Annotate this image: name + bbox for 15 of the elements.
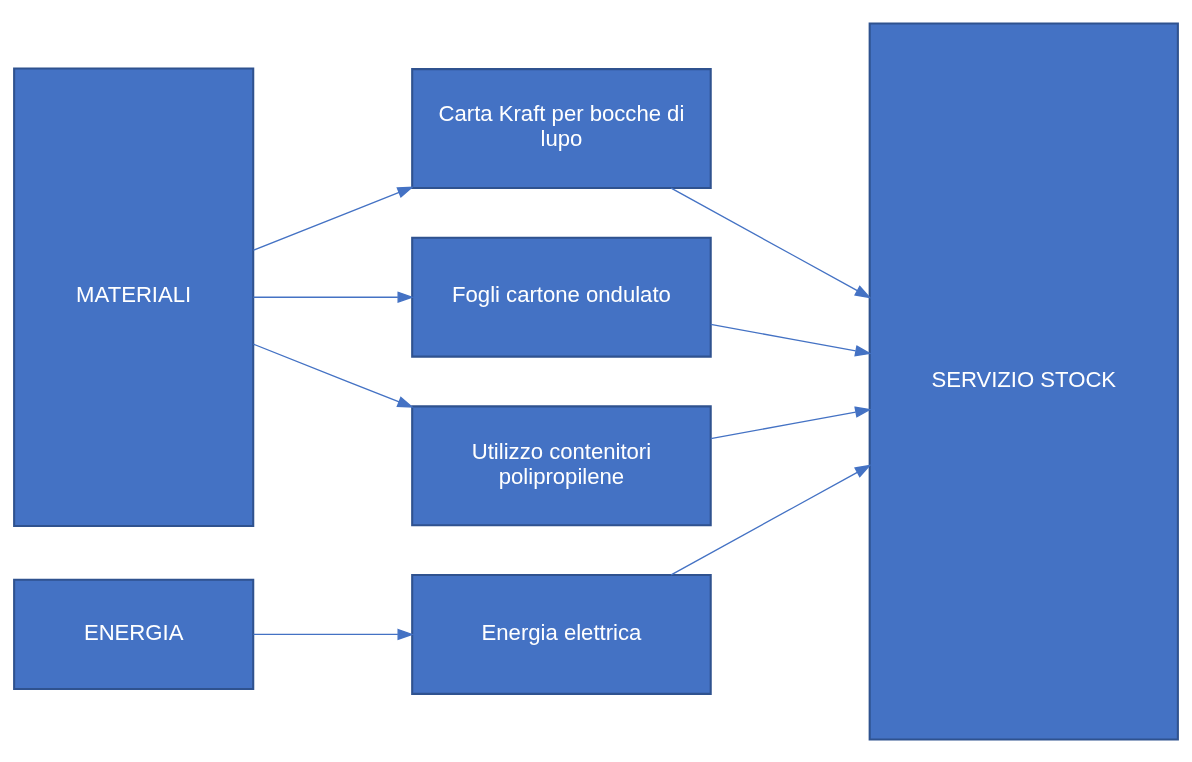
arrow (252, 290, 415, 303)
node-box: Carta Kraft per bocche di lupo (411, 67, 712, 189)
arrow (252, 628, 415, 640)
node-box: Utilizzo contenitori polipropilene (411, 404, 712, 526)
node-box: Fogli cartone ondulato (411, 236, 712, 358)
node-box: ENERGIA (13, 578, 255, 690)
arrow (252, 342, 414, 408)
arrow (252, 186, 414, 251)
node-box: MATERIALI (13, 66, 255, 527)
arrow (710, 323, 872, 357)
arrow (670, 187, 872, 298)
node-box: SERVIZIO STOCK (868, 22, 1179, 740)
node-box: Energia elettrica (411, 573, 712, 695)
arrow (670, 464, 872, 575)
arrow (710, 405, 872, 439)
